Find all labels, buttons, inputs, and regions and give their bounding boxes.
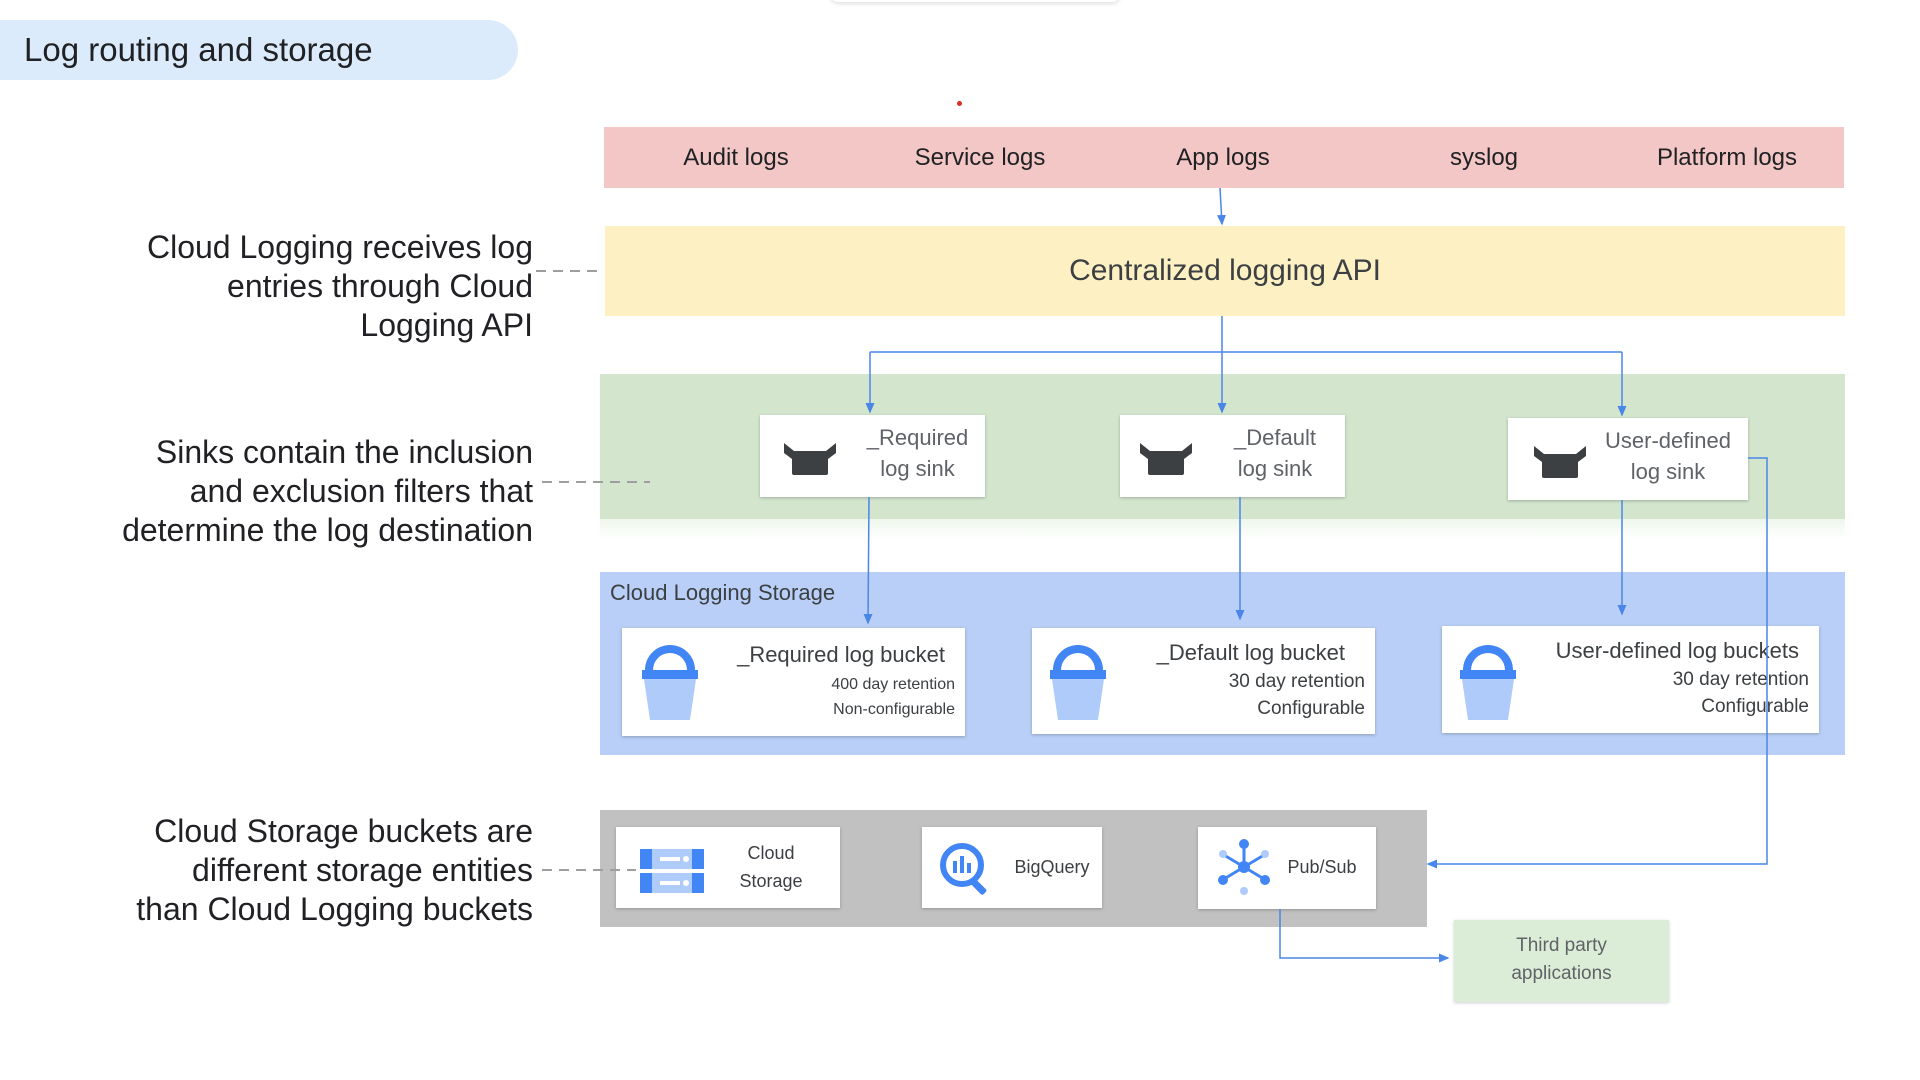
note-cloud-storage-line1: Cloud Storage buckets are <box>154 813 533 849</box>
bucket-required-retention: 400 day retention <box>831 676 955 693</box>
bucket-icon <box>642 645 698 720</box>
bucket-default: _Default log bucket 30 day retention Con… <box>1032 628 1375 734</box>
sink-user-defined-line1: User-defined <box>1605 428 1731 453</box>
dest-cloud-storage: Cloud Storage <box>616 827 840 908</box>
note-sinks-line2: and exclusion filters that <box>189 473 533 509</box>
dest-pubsub: Pub/Sub <box>1198 827 1376 909</box>
bucket-user-defined-retention: 30 day retention <box>1672 669 1809 690</box>
bucket-icon <box>1050 645 1106 720</box>
bucket-user-defined: User-defined log buckets 30 day retentio… <box>1442 626 1819 733</box>
bucket-user-defined-title: User-defined log buckets <box>1555 638 1799 663</box>
bucket-user-defined-config: Configurable <box>1701 696 1809 717</box>
bucket-icon <box>1460 645 1516 720</box>
note-sinks: Sinks contain the inclusion and exclusio… <box>122 433 533 550</box>
sink-required: _Required log sink <box>760 415 985 497</box>
dest-bigquery: BigQuery <box>922 827 1102 908</box>
cloud-storage-icon <box>640 849 704 893</box>
sink-icon <box>1140 443 1192 475</box>
log-sources-band: Audit logs Service logs App logs syslog … <box>604 127 1844 188</box>
source-syslog: syslog <box>1449 144 1519 171</box>
source-app-logs: App logs <box>1176 144 1270 171</box>
storage-label: Cloud Logging Storage <box>610 580 836 605</box>
bucket-default-retention: 30 day retention <box>1228 671 1365 692</box>
note-sinks-line1: Sinks contain the inclusion <box>155 434 533 470</box>
arrow-required-sink-to-bucket <box>863 496 873 625</box>
arrow-app-logs-to-api <box>1217 187 1226 226</box>
arrow-pubsub-to-third-party <box>1279 909 1450 963</box>
sink-default-line2: log sink <box>1237 456 1313 481</box>
dest-bigquery-label: BigQuery <box>1014 857 1090 877</box>
page-title: Log routing and storage <box>0 20 518 80</box>
sink-user-defined-line2: log sink <box>1630 459 1706 484</box>
note-logging-api-line3: Logging API <box>360 307 533 343</box>
note-logging-api: Cloud Logging receives log entries throu… <box>147 228 533 345</box>
note-cloud-storage: Cloud Storage buckets are different stor… <box>136 812 533 929</box>
bucket-default-config: Configurable <box>1257 698 1365 719</box>
sink-icon <box>784 443 836 475</box>
third-party-applications: Third party applications <box>1454 920 1669 1002</box>
note-logging-api-line2: entries through Cloud <box>227 268 533 304</box>
bucket-required-title: _Required log bucket <box>737 642 945 667</box>
note-cloud-storage-line2: different storage entities <box>192 852 533 888</box>
note-sinks-line3: determine the log destination <box>122 512 533 548</box>
sink-icon <box>1534 446 1586 478</box>
bucket-default-title: _Default log bucket <box>1156 640 1345 665</box>
third-party-line1: Third party <box>1516 935 1607 956</box>
dest-cloud-storage-line2: Storage <box>739 871 803 891</box>
third-party-line2: applications <box>1511 963 1612 984</box>
bucket-required: _Required log bucket 400 day retention N… <box>622 628 965 736</box>
sink-required-line2: log sink <box>880 456 955 481</box>
centralized-logging-api: Centralized logging API <box>605 226 1845 316</box>
sink-user-defined: User-defined log sink <box>1508 418 1748 500</box>
bucket-required-config: Non-configurable <box>833 701 955 718</box>
sink-default: _Default log sink <box>1120 415 1345 497</box>
source-audit-logs: Audit logs <box>683 144 789 171</box>
note-logging-api-line1: Cloud Logging receives log <box>146 229 533 265</box>
source-platform-logs: Platform logs <box>1656 144 1798 171</box>
sinks-band-fade <box>600 519 1845 539</box>
dest-cloud-storage-line1: Cloud <box>747 843 795 863</box>
sink-required-line1: _Required <box>866 425 969 450</box>
note-cloud-storage-line3: than Cloud Logging buckets <box>136 891 533 927</box>
sink-default-line1: _Default <box>1234 425 1316 450</box>
red-dot <box>957 101 962 106</box>
dest-pubsub-label: Pub/Sub <box>1287 857 1357 877</box>
bigquery-icon <box>940 843 987 895</box>
arrow-user-sink-to-destinations <box>1426 457 1768 869</box>
pubsub-icon <box>1218 839 1270 895</box>
source-service-logs: Service logs <box>914 144 1046 171</box>
